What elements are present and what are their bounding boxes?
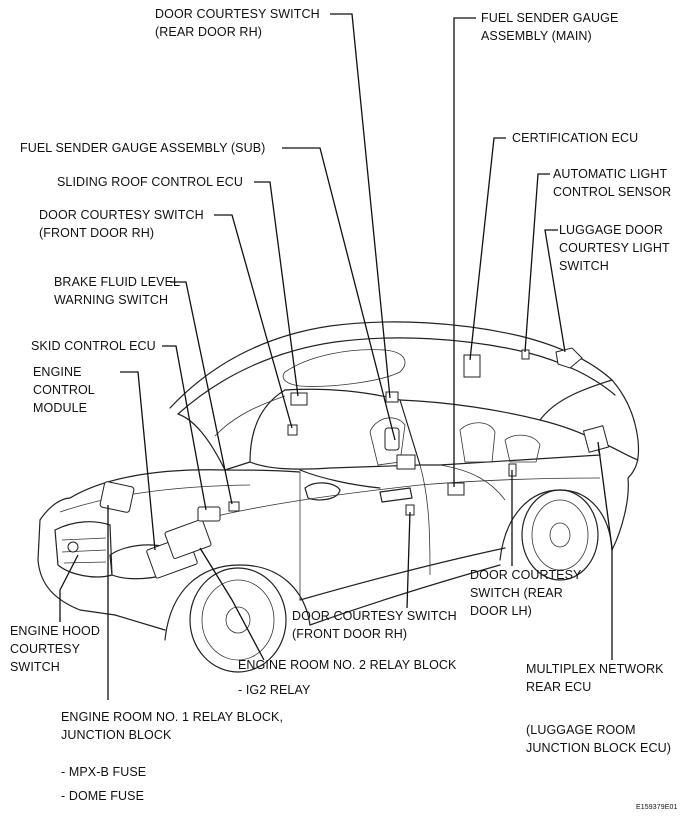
label-skid-control-ecu: SKID CONTROL ECU — [31, 339, 156, 353]
label-mpx-b-fuse: - MPX-B FUSE — [61, 765, 147, 779]
label-fuel-sender-main: FUEL SENDER GAUGE ASSEMBLY (MAIN) — [481, 11, 619, 43]
label-sliding-roof-ecu: SLIDING ROOF CONTROL ECU — [57, 175, 243, 189]
label-certification-ecu: CERTIFICATION ECU — [512, 131, 639, 145]
component-markers — [67, 347, 610, 579]
label-multiplex-network-rear-ecu: MULTIPLEX NETWORK REAR ECU — [526, 662, 664, 694]
label-dome-fuse: - DOME FUSE — [61, 789, 145, 803]
label-automatic-light-sensor: AUTOMATIC LIGHT CONTROL SENSOR — [553, 167, 672, 199]
label-door-courtesy-switch-front-rh-top: DOOR COURTESY SWITCH (FRONT DOOR RH) — [39, 208, 204, 240]
label-fuel-sender-sub: FUEL SENDER GAUGE ASSEMBLY (SUB) — [20, 141, 266, 155]
label-door-courtesy-switch-rear-rh: DOOR COURTESY SWITCH (REAR DOOR RH) — [155, 7, 320, 39]
leader-lines — [59, 13, 613, 700]
label-door-courtesy-switch-rear-lh: DOOR COURTESY SWITCH (REAR DOOR LH) — [470, 568, 582, 618]
label-engine-room-no2-relay-block: ENGINE ROOM NO. 2 RELAY BLOCK — [238, 658, 457, 672]
label-engine-hood-courtesy-switch: ENGINE HOOD COURTESY SWITCH — [10, 624, 100, 674]
label-ig2-relay: - IG2 RELAY — [238, 683, 311, 697]
label-door-courtesy-switch-front-rh-bottom: DOOR COURTESY SWITCH (FRONT DOOR RH) — [292, 609, 457, 641]
label-engine-room-no1-relay-block: ENGINE ROOM NO. 1 RELAY BLOCK, JUNCTION … — [61, 710, 284, 742]
label-luggage-door-courtesy-switch: LUGGAGE DOOR COURTESY LIGHT SWITCH — [559, 223, 670, 273]
label-luggage-room-junction-block: (LUGGAGE ROOM JUNCTION BLOCK ECU) — [526, 723, 671, 755]
label-engine-control-module: ENGINE CONTROL MODULE — [33, 365, 95, 415]
label-brake-fluid-switch: BRAKE FLUID LEVEL WARNING SWITCH — [54, 275, 181, 307]
figure-code: E159379E01 — [636, 804, 678, 811]
car-body — [37, 321, 640, 673]
